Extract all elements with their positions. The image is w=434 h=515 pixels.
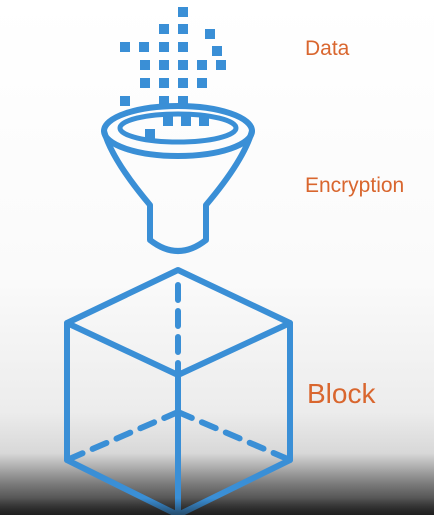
encryption-funnel-icon bbox=[101, 103, 255, 254]
block-label: Block bbox=[307, 378, 376, 409]
video-control-bar[interactable] bbox=[0, 498, 434, 515]
data-pixels-icon bbox=[120, 7, 226, 139]
storage-block-cube-icon bbox=[64, 267, 293, 515]
encryption-label: Encryption bbox=[305, 174, 405, 197]
data-label: Data bbox=[305, 37, 350, 60]
